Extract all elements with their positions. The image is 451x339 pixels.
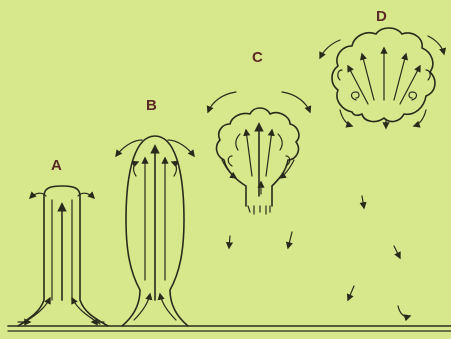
stage-d-downdraft-arrow <box>362 196 364 208</box>
stage-label-a: A <box>51 158 62 173</box>
stage-label-d: D <box>376 9 387 24</box>
stage-c-downdraft-arrow <box>229 236 230 248</box>
stage-label-b: B <box>146 98 157 113</box>
stage-c-outflow-left-arrow <box>208 92 236 112</box>
stage-d-downdraft-arrow <box>398 306 410 317</box>
stage-a-cloud <box>18 186 108 326</box>
stage-d-downdraft-arrow <box>394 246 400 258</box>
stage-d-cloud <box>320 28 444 317</box>
stage-d-outflow-right-arrow <box>428 36 444 54</box>
stage-c-downdraft-arrow <box>288 232 292 248</box>
stage-d-downdraft-arrow <box>348 286 354 300</box>
stage-d-outflow-left-arrow <box>320 40 340 58</box>
stage-label-c: C <box>252 50 263 65</box>
stage-b-cloud <box>116 136 194 326</box>
stage-c-cloud <box>208 92 310 248</box>
stage-c-outflow-right-arrow <box>282 92 310 112</box>
